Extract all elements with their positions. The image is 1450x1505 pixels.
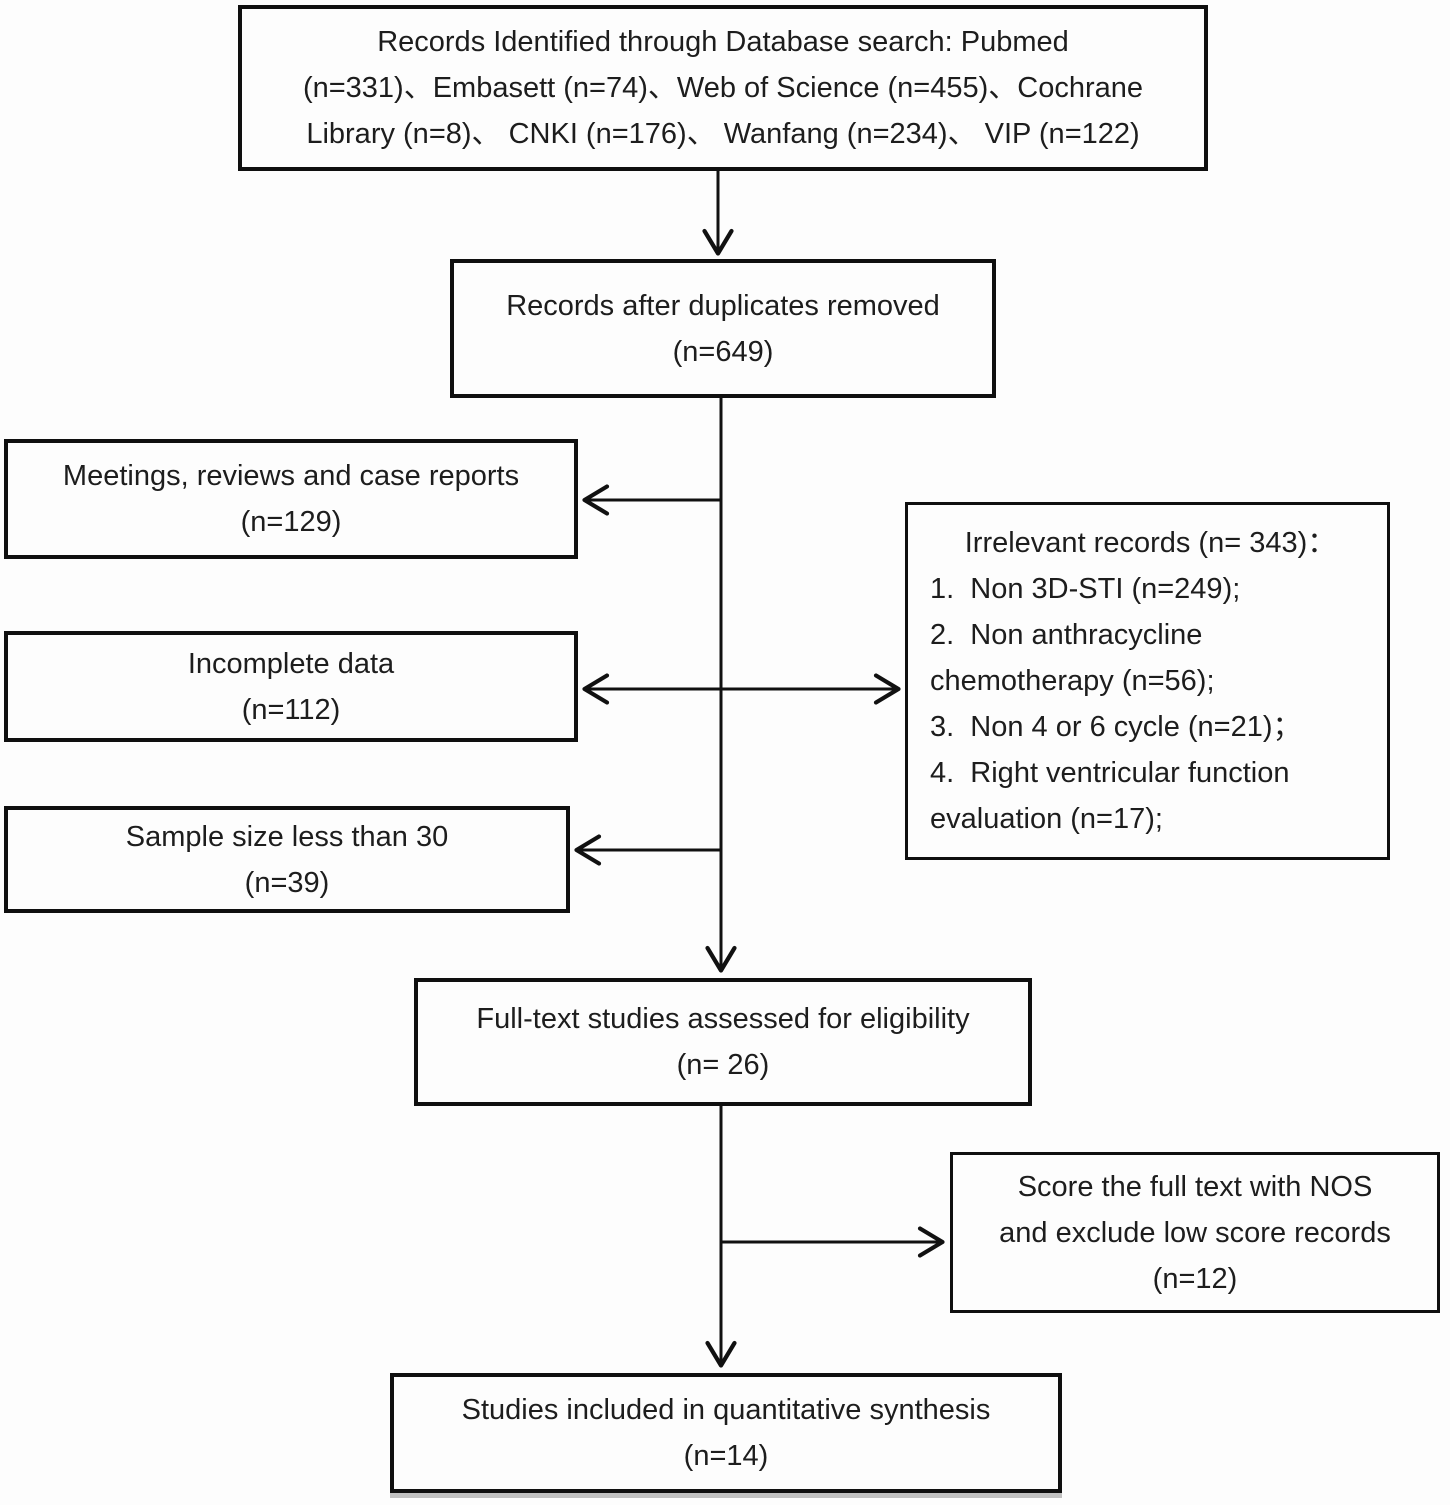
box-included-quantitative-synthesis-line: Studies included in quantitative synthes… — [461, 1394, 991, 1426]
box-included-quantitative-synthesis: Studies included in quantitative synthes… — [390, 1373, 1062, 1493]
box-fulltext-assessed-line: Full-text studies assessed for eligibili… — [476, 1003, 970, 1035]
box-records-identified: Records Identified through Database sear… — [238, 5, 1208, 171]
box-duplicates-removed-count: (n=649) — [672, 335, 774, 368]
box-excluded-meetings-reviews-count: (n=129) — [240, 506, 342, 538]
box-fulltext-assessed-count: (n= 26) — [676, 1049, 770, 1081]
box-records-identified-line: Records Identified through Database sear… — [377, 26, 1069, 58]
box-records-identified-line: Library (n=8)、 CNKI (n=176)、 Wanfang (n=… — [306, 118, 1140, 150]
box-excluded-incomplete-data-line: Incomplete data — [187, 647, 395, 680]
box-excluded-sample-size-count: (n=39) — [244, 866, 330, 899]
box-duplicates-removed: Records after duplicates removed (n=649) — [450, 259, 996, 398]
box-nos-score-excluded-line: Score the full text with NOS — [1017, 1170, 1373, 1203]
box-nos-score-excluded-count: (n=12) — [1152, 1262, 1238, 1295]
box-irrelevant-records-item: 2. Non anthracycline chemotherapy (n=56)… — [930, 619, 1215, 697]
box-included-quantitative-synthesis-count: (n=14) — [683, 1440, 769, 1472]
box-excluded-incomplete-data-count: (n=112) — [241, 693, 341, 726]
box-duplicates-removed-line: Records after duplicates removed — [506, 289, 940, 322]
box-records-identified-line: (n=331)、Embasett (n=74)、Web of Science (… — [302, 72, 1144, 104]
box-fulltext-assessed: Full-text studies assessed for eligibili… — [414, 978, 1032, 1106]
box-excluded-sample-size: Sample size less than 30 (n=39) — [4, 806, 570, 913]
box-irrelevant-records-item: 1. Non 3D-STI (n=249); — [930, 573, 1241, 605]
box-nos-score-excluded-line: and exclude low score records — [999, 1216, 1391, 1249]
box-excluded-meetings-reviews: Meetings, reviews and case reports (n=12… — [4, 439, 578, 559]
box-excluded-meetings-reviews-line: Meetings, reviews and case reports — [62, 460, 520, 492]
box-excluded-sample-size-line: Sample size less than 30 — [125, 820, 449, 853]
box-nos-score-excluded: Score the full text with NOS and exclude… — [950, 1152, 1440, 1313]
box-irrelevant-records: Irrelevant records (n= 343)： 1. Non 3D-S… — [905, 502, 1390, 860]
box-excluded-incomplete-data: Incomplete data (n=112) — [4, 631, 578, 742]
box-irrelevant-records-title: Irrelevant records (n= 343)： — [964, 527, 1337, 559]
box-irrelevant-records-item: 4. Right ventricular function evaluation… — [930, 757, 1298, 835]
box-irrelevant-records-item: 3. Non 4 or 6 cycle (n=21)； — [930, 711, 1302, 743]
